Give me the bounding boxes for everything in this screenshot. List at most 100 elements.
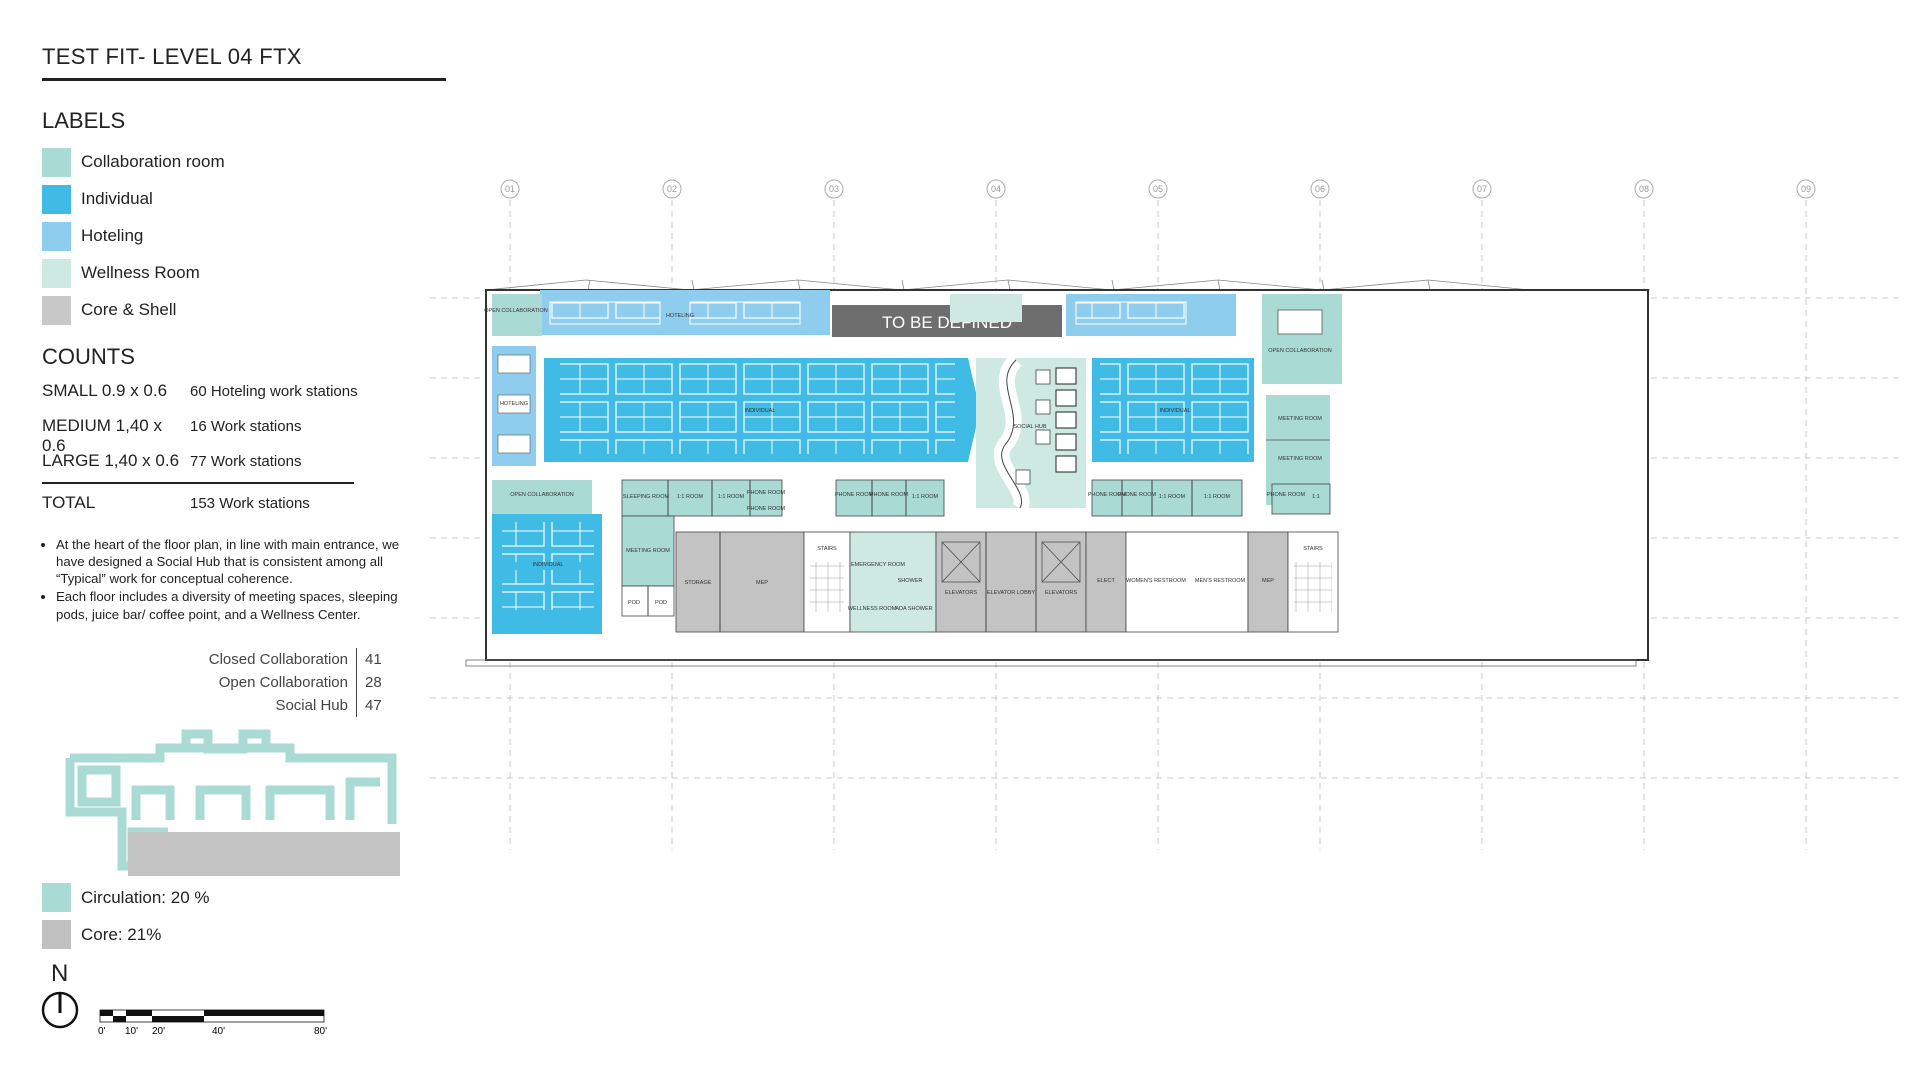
room-label: PHONE ROOM xyxy=(747,490,786,496)
room-label: ELECT xyxy=(1097,578,1115,584)
legend-label: Individual xyxy=(81,189,153,208)
hub-tables xyxy=(1015,369,1051,485)
summary-label: Circulation: 20 % xyxy=(81,887,210,907)
room-label: STAIRS xyxy=(817,546,837,552)
scale-bar: 0' 10' 20' 40' 80' xyxy=(98,1009,327,1037)
legend-item-wellness: Wellness Room xyxy=(42,258,200,288)
open-collab-ne-zone xyxy=(1262,294,1342,384)
page-title: TEST FIT- LEVEL 04 FTX xyxy=(42,44,302,69)
grid-bubbles: 01 02 03 04 05 06 07 08 09 xyxy=(500,179,1816,199)
grid-label: 02 xyxy=(667,184,677,194)
room-label: 1:1 ROOM xyxy=(1159,494,1186,500)
legend-swatch xyxy=(42,295,71,325)
room-label: SHOWER xyxy=(898,578,923,584)
legend-item-hoteling: Hoteling xyxy=(42,221,144,251)
room-label: STAIRS xyxy=(1303,546,1323,552)
room-label: HOTELING xyxy=(666,313,694,319)
room-label: ADA SHOWER xyxy=(895,606,932,612)
room-label: OPEN COLLABORATION xyxy=(1268,348,1331,354)
room-label: MEN'S RESTROOM xyxy=(1195,578,1246,584)
count-label: MEDIUM 1,40 x 0.6 xyxy=(42,416,162,455)
room-label: INDIVIDUAL xyxy=(1160,408,1191,414)
room-label: ELEVATORS xyxy=(945,590,977,596)
storage-mep-core xyxy=(675,531,805,633)
labels-heading: LABELS xyxy=(42,108,126,133)
scale-label: 10' xyxy=(125,1026,138,1037)
legend-label: Collaboration room xyxy=(81,152,225,171)
wellness-strip xyxy=(950,294,1022,322)
north-label: N xyxy=(51,960,69,987)
room-label: PHONE ROOM xyxy=(747,506,786,512)
count-label: SMALL 0.9 x 0.6 xyxy=(42,381,168,400)
mep-2 xyxy=(1247,531,1289,633)
room-label: 1:1 ROOM xyxy=(677,494,704,500)
legend-label: Hoteling xyxy=(81,226,144,245)
room-label: PHONE ROOM xyxy=(1267,492,1306,498)
room-label: PHONE ROOM xyxy=(870,492,909,498)
room-label: INDIVIDUAL xyxy=(533,562,564,568)
room-label: OPEN COLLABORATION xyxy=(510,492,573,498)
grid-label: 06 xyxy=(1315,184,1325,194)
note-item: Each floor includes a diversity of meeti… xyxy=(56,588,404,622)
room-label: 1:1 ROOM xyxy=(1204,494,1231,500)
grid-label: 04 xyxy=(991,184,1001,194)
stat-value: 28 xyxy=(356,671,382,694)
scale-label: 80' xyxy=(314,1026,327,1037)
legend-swatch xyxy=(42,221,71,251)
stat-row: Closed Collaboration 41 xyxy=(150,648,382,671)
sleeping-and-1on1-rooms xyxy=(621,479,783,517)
terrace-rail xyxy=(465,659,1637,667)
counts-heading: COUNTS xyxy=(42,344,135,369)
room-label: PHONE ROOM xyxy=(1118,492,1157,498)
legend-swatch xyxy=(42,184,71,214)
facade-glazing xyxy=(485,279,1650,291)
room-label: HOTELING xyxy=(500,401,528,407)
scale-label: 20' xyxy=(152,1026,165,1037)
north-arrow-icon xyxy=(41,991,79,1029)
elect-room xyxy=(1085,531,1127,633)
count-value: 16 Work stations xyxy=(190,418,302,435)
wellness-core xyxy=(849,531,937,633)
legend-swatch xyxy=(42,258,71,288)
legend-label: Wellness Room xyxy=(81,263,200,282)
stat-label: Social Hub xyxy=(275,697,348,714)
room-label: MEP xyxy=(756,580,768,586)
summary-swatch xyxy=(42,920,71,949)
legend-swatch xyxy=(42,147,71,177)
room-label: PHONE ROOM xyxy=(835,492,874,498)
total-divider xyxy=(42,482,354,484)
room-label: EMERGENCY ROOM xyxy=(851,562,905,568)
desk-array-main xyxy=(560,362,955,454)
stat-value: 47 xyxy=(356,694,382,717)
restrooms xyxy=(1125,531,1249,633)
room-label: WOMEN'S RESTROOM xyxy=(1126,578,1186,584)
room-label: 1:1 ROOM xyxy=(912,494,939,500)
total-label: TOTAL xyxy=(42,493,96,512)
meeting-room-sw xyxy=(621,515,675,587)
room-label: 1:1 xyxy=(1312,494,1320,500)
summary-core: Core: 21% xyxy=(42,920,161,949)
notes: At the heart of the floor plan, in line … xyxy=(42,536,404,624)
core-block xyxy=(128,832,400,876)
room-label: STORAGE xyxy=(685,580,712,586)
stat-row: Open Collaboration 28 xyxy=(150,671,382,694)
floor-plan: 01 02 03 04 05 06 07 08 09 TO BE DEFINED xyxy=(430,179,1900,850)
legend-item-individual: Individual xyxy=(42,184,153,214)
room-label: POD xyxy=(655,600,667,606)
open-collab-nw-zone xyxy=(492,294,542,336)
key-plan-thumbnail xyxy=(65,729,400,876)
count-label: LARGE 1,40 x 0.6 xyxy=(42,451,180,470)
room-label: INDIVIDUAL xyxy=(745,408,776,414)
stat-row: Social Hub 47 xyxy=(150,694,382,717)
title-divider xyxy=(42,78,446,81)
stat-label: Open Collaboration xyxy=(218,674,348,691)
room-label: 1:1 ROOM xyxy=(718,494,745,500)
space-stats: Closed Collaboration 41 Open Collaborati… xyxy=(150,648,382,717)
summary-label: Core: 21% xyxy=(81,924,162,944)
room-label: ELEVATOR LOBBY xyxy=(987,590,1036,596)
count-value: 77 Work stations xyxy=(190,453,302,470)
room-labels: OPEN COLLABORATION HOTELING HOTELING IND… xyxy=(484,308,1331,612)
phone-booth-column xyxy=(1055,367,1077,473)
room-label: SOCIAL HUB xyxy=(1013,424,1046,430)
grid-label: 09 xyxy=(1801,184,1811,194)
